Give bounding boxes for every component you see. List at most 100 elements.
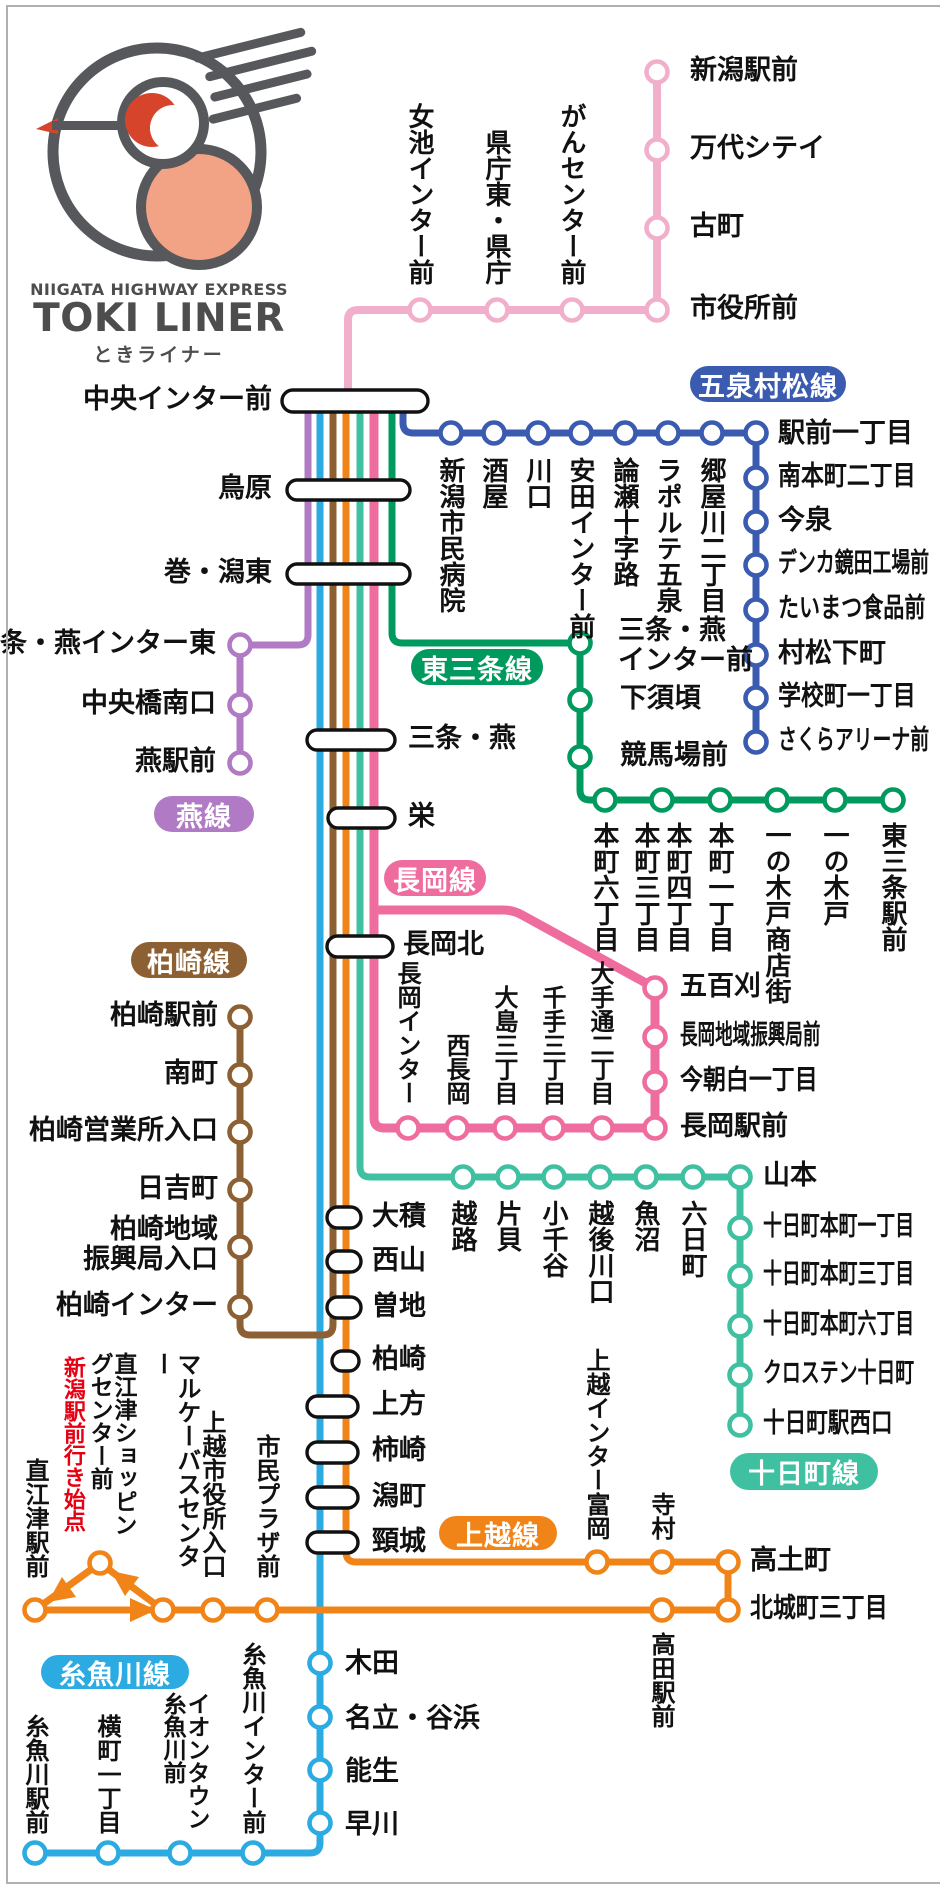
- major-station-capsule: [285, 562, 412, 586]
- emblem-outer-ring: [47, 42, 267, 262]
- station-label: 万代シテイ: [690, 132, 825, 164]
- major-station-capsule: [325, 1295, 363, 1320]
- station-label: 三条・燕インター東: [0, 627, 216, 659]
- station-stop: [880, 787, 906, 813]
- station-label: 三条・燕 インター前: [618, 614, 753, 677]
- station-stop: [481, 420, 507, 446]
- station-label: 柏崎: [372, 1343, 426, 1375]
- station-label: 十日町本町一丁目: [763, 1210, 915, 1242]
- station-label: さくらアリーナ前: [778, 724, 930, 756]
- station-label: 北城町三丁目: [750, 1592, 888, 1624]
- station-label: 潟町: [372, 1480, 426, 1512]
- station-label: 南町: [164, 1057, 218, 1089]
- line-badge: 東三条線: [411, 649, 543, 686]
- major-station-capsule: [330, 1349, 361, 1373]
- station-stop: [540, 1115, 566, 1141]
- station-label: たいまつ食品前: [778, 592, 926, 624]
- station-stop: [484, 297, 510, 323]
- station-stop: [22, 1597, 48, 1623]
- station-label: 千手三丁目: [537, 985, 566, 1105]
- niigata-bound-start-note: 新潟駅前行き始点: [59, 1356, 85, 1532]
- station-label: 郷屋川二丁目: [696, 457, 727, 613]
- logo-text-block: NIIGATA HIGHWAY EXPRESS TOKI LINER ときライナ…: [28, 280, 290, 367]
- station-stop: [633, 1164, 659, 1190]
- station-label: 本町六丁目: [589, 822, 620, 952]
- station-label: 十日町本町三丁目: [763, 1258, 915, 1290]
- emblem-wing-stripes: [193, 27, 317, 124]
- station-stop: [680, 1164, 706, 1190]
- station-stop: [450, 1164, 476, 1190]
- station-stop: [95, 1840, 121, 1866]
- station-stop: [727, 1263, 753, 1289]
- station-label: 糸魚川駅前: [20, 1714, 49, 1834]
- station-label: 大島三丁目: [489, 985, 518, 1105]
- station-label: 片貝: [492, 1200, 523, 1252]
- station-stop: [240, 1840, 266, 1866]
- line-badge: 長岡線: [384, 860, 486, 897]
- major-station-capsule: [305, 1485, 360, 1510]
- station-label: 木田: [345, 1647, 399, 1679]
- station-label: 長岡駅前: [680, 1110, 788, 1142]
- station-label: 燕駅前: [135, 745, 216, 777]
- station-stop: [227, 1177, 253, 1203]
- station-label: 中央橋南口: [81, 687, 216, 719]
- station-stop: [227, 1004, 253, 1030]
- station-stop: [612, 420, 638, 446]
- station-label: 大積: [372, 1200, 426, 1232]
- line-badge: 上越線: [439, 1516, 557, 1552]
- station-label: 栄: [408, 800, 435, 832]
- line-badge: 十日町線: [730, 1452, 878, 1490]
- station-stop: [649, 1597, 675, 1623]
- station-label: 一の木戸: [819, 822, 850, 926]
- logo-title-en-small: NIIGATA HIGHWAY EXPRESS: [30, 280, 288, 299]
- station-stop: [727, 1215, 753, 1241]
- station-label: 魚沼: [630, 1200, 661, 1252]
- emblem-head-highlight: [150, 105, 196, 151]
- station-label: デンカ鏡田工場前: [778, 547, 930, 579]
- station-label: 酒屋: [478, 457, 509, 509]
- station-label: 柏崎駅前: [110, 999, 218, 1031]
- major-station-capsule: [285, 478, 412, 502]
- station-label: 柿崎: [372, 1434, 426, 1466]
- station-label: 古町: [690, 210, 744, 242]
- station-stop: [567, 744, 593, 770]
- station-stop: [227, 1062, 253, 1088]
- station-stop: [227, 1234, 253, 1260]
- station-label: 頸城: [372, 1525, 426, 1557]
- station-stop: [567, 687, 593, 713]
- station-stop: [743, 552, 769, 578]
- station-stop: [567, 630, 593, 656]
- station-label: 越路: [447, 1200, 478, 1252]
- direction-arrow: [48, 1577, 76, 1602]
- station-label: 日吉町: [137, 1172, 218, 1204]
- station-stop: [227, 1119, 253, 1145]
- station-label: 柏崎インター: [56, 1289, 218, 1321]
- station-stop: [307, 1810, 333, 1836]
- station-stop: [642, 975, 668, 1001]
- station-label: クロステン十日町: [763, 1357, 915, 1389]
- station-label: 十日町駅西口: [763, 1407, 893, 1439]
- major-station-capsule: [325, 1205, 363, 1230]
- station-label: 上越市役所入口: [197, 1410, 226, 1578]
- station-label: 越後川口: [584, 1200, 615, 1304]
- station-stop: [727, 1412, 753, 1438]
- station-label: 柏崎地域 振興局入口: [83, 1213, 218, 1276]
- station-label: 本町一丁目: [704, 822, 735, 952]
- station-label: 川口: [522, 457, 553, 509]
- station-stop: [644, 215, 670, 241]
- station-stop: [743, 597, 769, 623]
- station-stop: [644, 59, 670, 85]
- station-label: ラポルテ五泉: [652, 457, 683, 613]
- station-label: マルケーバスセンター: [147, 1352, 201, 1568]
- station-stop: [743, 685, 769, 711]
- station-label: 新潟駅前: [690, 54, 798, 86]
- station-stop: [227, 750, 253, 776]
- station-label: 寺村: [646, 1492, 675, 1540]
- station-label: 六日町: [677, 1200, 708, 1278]
- station-stop: [644, 137, 670, 163]
- station-stop: [407, 297, 433, 323]
- station-label: 小千谷: [538, 1200, 569, 1278]
- station-stop: [743, 729, 769, 755]
